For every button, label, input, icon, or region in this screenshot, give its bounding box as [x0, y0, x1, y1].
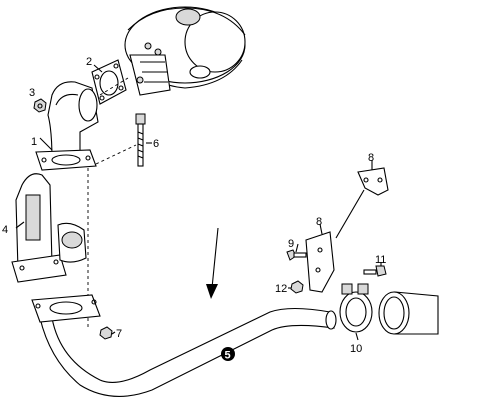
callout-9: 9: [288, 238, 294, 250]
bracket-part-4: [11, 173, 87, 283]
bolt-part-11: [363, 265, 387, 277]
callout-7: 7: [116, 328, 122, 340]
nut-part-3: [33, 98, 47, 113]
bracket-part-8-lower: [305, 231, 335, 293]
callout-8-upper: 8: [368, 152, 374, 164]
turbocharger: [124, 6, 246, 96]
exhaust-pipe-part-5: [31, 294, 337, 397]
direction-arrow: [206, 227, 219, 299]
bolt-part-6: [135, 113, 146, 167]
elbow-pipe-part-1: [35, 81, 99, 171]
callout-8-lower: 8: [316, 216, 322, 228]
callout-12: 12: [275, 283, 287, 295]
nut-part-7: [99, 326, 113, 340]
bolt-part-9: [286, 249, 307, 261]
gasket-part-2: [91, 59, 127, 105]
callout-2: 2: [86, 56, 92, 68]
callout-6: 6: [153, 138, 159, 150]
clamp-part-10: [339, 283, 373, 333]
callout-4: 4: [2, 224, 8, 236]
callout-5: 5: [225, 350, 231, 362]
nut-part-12: [290, 280, 304, 294]
callout-3: 3: [29, 87, 35, 99]
callout-11: 11: [375, 254, 386, 266]
callout-leaders: [15, 64, 382, 341]
callout-1: 1: [31, 136, 37, 148]
tail-pipe: [378, 291, 439, 335]
callout-10: 10: [350, 343, 362, 355]
bracket-part-8-upper: [335, 167, 389, 239]
callout-5-marker: [221, 347, 235, 361]
